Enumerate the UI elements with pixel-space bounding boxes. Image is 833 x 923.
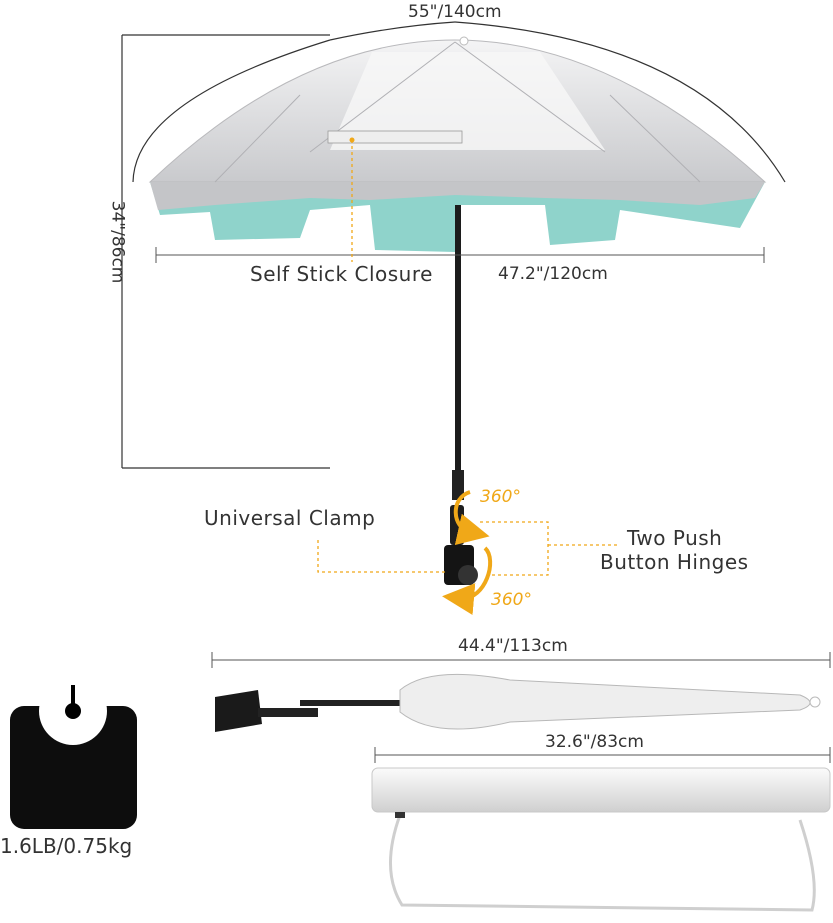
universal-clamp — [444, 505, 478, 585]
height-label: 34"/86cm — [107, 200, 128, 284]
height-dimension — [121, 34, 330, 469]
callout-clamp-line — [317, 540, 445, 573]
canopy-arc-label: 55"/140cm — [408, 2, 502, 22]
canopy-flat-label: 47.2"/120cm — [498, 264, 608, 284]
clamp-label: Universal Clamp — [204, 506, 376, 530]
folded-length-dimension — [211, 652, 831, 668]
rotation-bottom-label: 360° — [491, 590, 532, 610]
weight-icon — [10, 677, 137, 829]
carry-bag — [371, 767, 831, 912]
umbrella-pole — [452, 205, 464, 500]
rotation-top-label: 360° — [480, 487, 521, 507]
weight-label: 1.6LB/0.75kg — [0, 834, 133, 858]
folded-umbrella — [215, 673, 821, 732]
bag-length-label: 32.6"/83cm — [545, 732, 644, 752]
hinges-label-line1: Two Push — [627, 526, 723, 550]
umbrella-canopy — [148, 36, 767, 252]
closure-label: Self Stick Closure — [250, 262, 433, 286]
rotation-arrow-icon — [453, 490, 490, 545]
callout-closure-line — [349, 137, 355, 262]
callout-hinges-line — [480, 521, 620, 576]
canopy-flat-dimension — [155, 247, 765, 263]
canopy-arc-dimension — [132, 21, 786, 183]
folded-length-label: 44.4"/113cm — [458, 636, 568, 656]
rotation-arrow-icon — [442, 546, 493, 615]
bag-length-dimension — [374, 747, 831, 763]
hinges-label-line2: Button Hinges — [600, 550, 749, 574]
